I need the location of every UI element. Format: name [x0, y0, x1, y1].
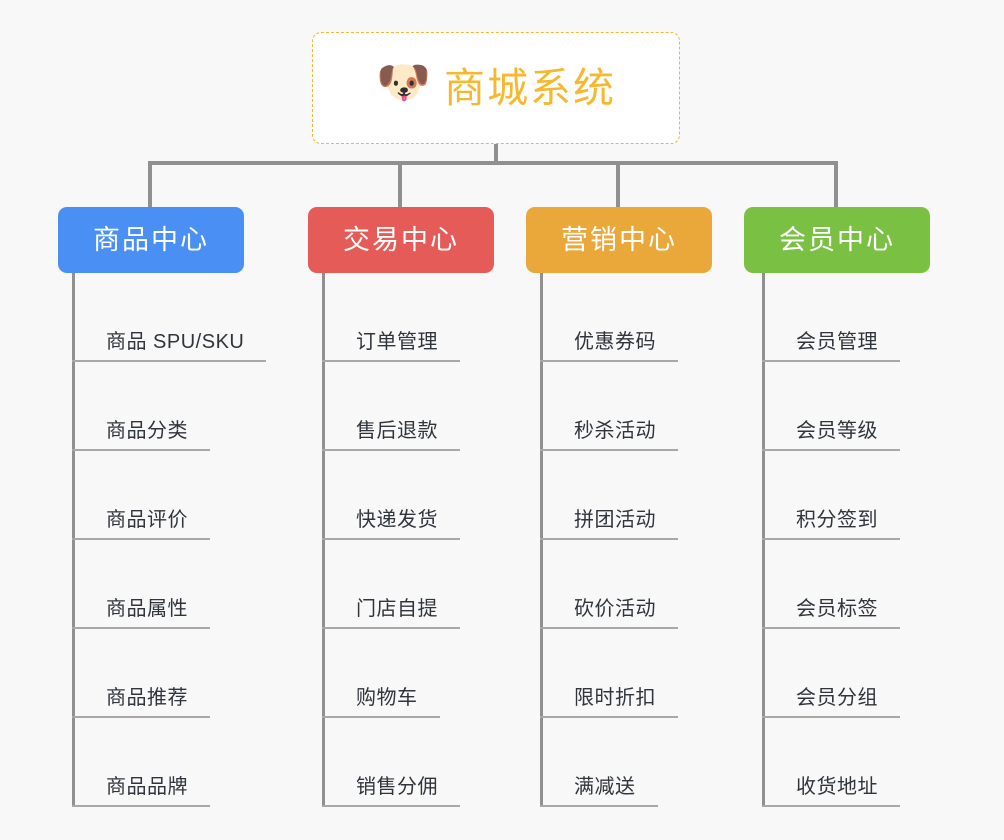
leaf-underline: 秒杀活动 [540, 420, 678, 451]
leaf-label: 满减送 [574, 776, 636, 798]
leaf-item[interactable]: 会员标签 [762, 540, 900, 629]
leaf-item[interactable]: 订单管理 [322, 273, 460, 362]
leaf-column-trade-center: 订单管理售后退款快递发货门店自提购物车销售分佣 [322, 273, 460, 807]
category-product-center[interactable]: 商品中心 [58, 207, 244, 273]
leaf-item[interactable]: 优惠券码 [540, 273, 678, 362]
connector-drop-member-center [834, 161, 838, 207]
leaf-item[interactable]: 商品分类 [72, 362, 266, 451]
leaf-underline: 限时折扣 [540, 687, 678, 718]
leaf-label: 拼团活动 [574, 509, 656, 531]
leaf-underline: 商品品牌 [72, 776, 210, 807]
leaf-underline: 销售分佣 [322, 776, 460, 807]
leaf-label: 积分签到 [796, 509, 878, 531]
category-label: 营销中心 [561, 224, 677, 255]
root-node-shopping-mall-system[interactable]: 🐶 商城系统 [312, 32, 680, 144]
leaf-underline: 购物车 [322, 687, 440, 718]
leaf-column-product-center: 商品 SPU/SKU 商品分类商品评价商品属性商品推荐商品品牌 [72, 273, 267, 807]
leaf-item[interactable]: 商品推荐 [72, 629, 266, 718]
leaf-underline: 会员管理 [762, 331, 900, 362]
leaf-label: 订单管理 [356, 331, 438, 353]
leaf-item[interactable]: 秒杀活动 [540, 362, 678, 451]
leaf-item[interactable]: 商品评价 [72, 451, 266, 540]
connector-drop-trade-center [398, 161, 402, 207]
leaf-label: 秒杀活动 [574, 420, 656, 442]
leaf-underline: 商品推荐 [72, 687, 210, 718]
leaf-label: 限时折扣 [574, 687, 656, 709]
leaf-column-marketing-center: 优惠券码秒杀活动拼团活动砍价活动限时折扣满减送 [540, 273, 678, 807]
leaf-item[interactable]: 积分签到 [762, 451, 900, 540]
leaf-underline: 拼团活动 [540, 509, 678, 540]
leaf-item[interactable]: 砍价活动 [540, 540, 678, 629]
leaf-underline: 会员分组 [762, 687, 900, 718]
leaf-item[interactable]: 门店自提 [322, 540, 460, 629]
connector-trunk [494, 144, 498, 164]
leaf-item[interactable]: 快递发货 [322, 451, 460, 540]
leaf-spine-trade-center [322, 273, 325, 807]
leaf-underline: 商品属性 [72, 598, 210, 629]
leaf-label: 会员分组 [796, 687, 878, 709]
leaf-underline: 商品分类 [72, 420, 210, 451]
category-marketing-center[interactable]: 营销中心 [526, 207, 712, 273]
leaf-spine-marketing-center [540, 273, 543, 807]
leaf-column-member-center: 会员管理会员等级积分签到会员标签会员分组收货地址 [762, 273, 900, 807]
leaf-underline: 门店自提 [322, 598, 460, 629]
category-label: 商品中心 [93, 224, 209, 255]
leaf-underline: 砍价活动 [540, 598, 678, 629]
connector-drop-marketing-center [616, 161, 620, 207]
dog-face-icon: 🐶 [376, 58, 431, 107]
root-node-title: 商城系统 [444, 64, 616, 111]
leaf-item[interactable]: 拼团活动 [540, 451, 678, 540]
leaf-label: 优惠券码 [574, 331, 656, 353]
leaf-label: 会员等级 [796, 420, 878, 442]
leaf-underline: 收货地址 [762, 776, 900, 807]
leaf-label: 会员标签 [796, 598, 878, 620]
leaf-label: 会员管理 [796, 331, 878, 353]
leaf-label: 商品品牌 [106, 776, 188, 798]
leaf-label: 商品分类 [106, 420, 188, 442]
leaf-label: 商品 SPU/SKU [106, 331, 245, 353]
leaf-label: 砍价活动 [574, 598, 656, 620]
connector-bus [148, 161, 834, 165]
leaf-underline: 积分签到 [762, 509, 900, 540]
leaf-item[interactable]: 会员分组 [762, 629, 900, 718]
leaf-item[interactable]: 商品品牌 [72, 718, 266, 807]
leaf-underline: 订单管理 [322, 331, 460, 362]
leaf-label: 商品属性 [106, 598, 188, 620]
leaf-item[interactable]: 商品属性 [72, 540, 266, 629]
leaf-label: 销售分佣 [356, 776, 438, 798]
leaf-item[interactable]: 满减送 [540, 718, 678, 807]
leaf-label: 商品评价 [106, 509, 188, 531]
leaf-label: 快递发货 [356, 509, 438, 531]
leaf-underline: 快递发货 [322, 509, 460, 540]
leaf-label: 商品推荐 [106, 687, 188, 709]
category-label: 交易中心 [343, 224, 459, 255]
leaf-label: 购物车 [356, 687, 418, 709]
leaf-spine-member-center [762, 273, 765, 807]
leaf-underline: 会员标签 [762, 598, 900, 629]
leaf-underline: 商品评价 [72, 509, 210, 540]
leaf-item[interactable]: 销售分佣 [322, 718, 460, 807]
leaf-item[interactable]: 会员等级 [762, 362, 900, 451]
leaf-underline: 商品 SPU/SKU [72, 331, 267, 362]
leaf-underline: 售后退款 [322, 420, 460, 451]
leaf-item[interactable]: 购物车 [322, 629, 460, 718]
leaf-item[interactable]: 收货地址 [762, 718, 900, 807]
leaf-spine-product-center [72, 273, 75, 807]
leaf-underline: 优惠券码 [540, 331, 678, 362]
leaf-label: 收货地址 [796, 776, 878, 798]
category-trade-center[interactable]: 交易中心 [308, 207, 494, 273]
leaf-label: 门店自提 [356, 598, 438, 620]
leaf-label: 售后退款 [356, 420, 438, 442]
leaf-underline: 满减送 [540, 776, 658, 807]
leaf-item[interactable]: 限时折扣 [540, 629, 678, 718]
leaf-item[interactable]: 会员管理 [762, 273, 900, 362]
category-label: 会员中心 [779, 224, 895, 255]
connector-drop-product-center [148, 161, 152, 207]
leaf-item[interactable]: 商品 SPU/SKU [72, 273, 267, 362]
leaf-underline: 会员等级 [762, 420, 900, 451]
category-member-center[interactable]: 会员中心 [744, 207, 930, 273]
leaf-item[interactable]: 售后退款 [322, 362, 460, 451]
